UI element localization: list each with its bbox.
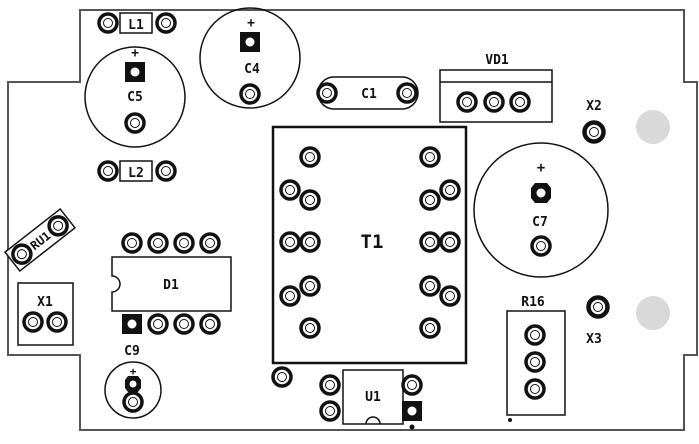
label-x2: X2 xyxy=(586,99,602,114)
label-x1: X1 xyxy=(37,295,53,310)
capacitor-c1: C1 xyxy=(316,76,419,110)
label-c5-plus: + xyxy=(131,46,139,61)
label-l1: L1 xyxy=(128,18,144,33)
mounting-hole-bottom xyxy=(636,296,670,330)
label-c9: C9 xyxy=(124,344,140,359)
inductor-l1: L1 xyxy=(97,12,177,34)
capacitor-c9: C9 + xyxy=(104,344,162,419)
label-r16: R16 xyxy=(521,295,545,310)
connector-x1: X1 xyxy=(17,282,74,346)
mounting-hole-top xyxy=(636,110,670,144)
label-c1: C1 xyxy=(361,87,377,102)
label-d1: D1 xyxy=(163,278,179,293)
label-t1: T1 xyxy=(361,231,384,253)
ic-u1: U1 xyxy=(319,369,423,430)
label-c7-plus: + xyxy=(537,160,545,176)
capacitor-c4: + C4 xyxy=(199,7,301,109)
label-x3: X3 xyxy=(586,332,602,347)
label-c7: C7 xyxy=(532,215,548,230)
label-c9-plus: + xyxy=(130,365,137,378)
label-u1: U1 xyxy=(365,390,381,405)
inductor-l2: L2 xyxy=(97,160,177,182)
component-vd1: VD1 xyxy=(439,53,553,123)
varistor-ru1: RU1 xyxy=(3,207,77,273)
label-c4: C4 xyxy=(244,62,260,77)
trimmer-r16: R16 xyxy=(506,295,566,422)
label-vd1: VD1 xyxy=(485,53,509,68)
via-pad xyxy=(271,366,293,388)
testpoint-x2: X2 xyxy=(582,99,606,144)
capacitor-c5: + C5 xyxy=(84,46,186,148)
ic-d1: D1 xyxy=(111,232,232,335)
label-l2: L2 xyxy=(128,166,144,181)
testpoint-x3: X3 xyxy=(586,295,610,347)
label-c5: C5 xyxy=(127,90,143,105)
label-c4-plus: + xyxy=(247,16,255,31)
transformer-t1: T1 xyxy=(271,125,468,365)
capacitor-c7: + C7 xyxy=(473,142,609,278)
